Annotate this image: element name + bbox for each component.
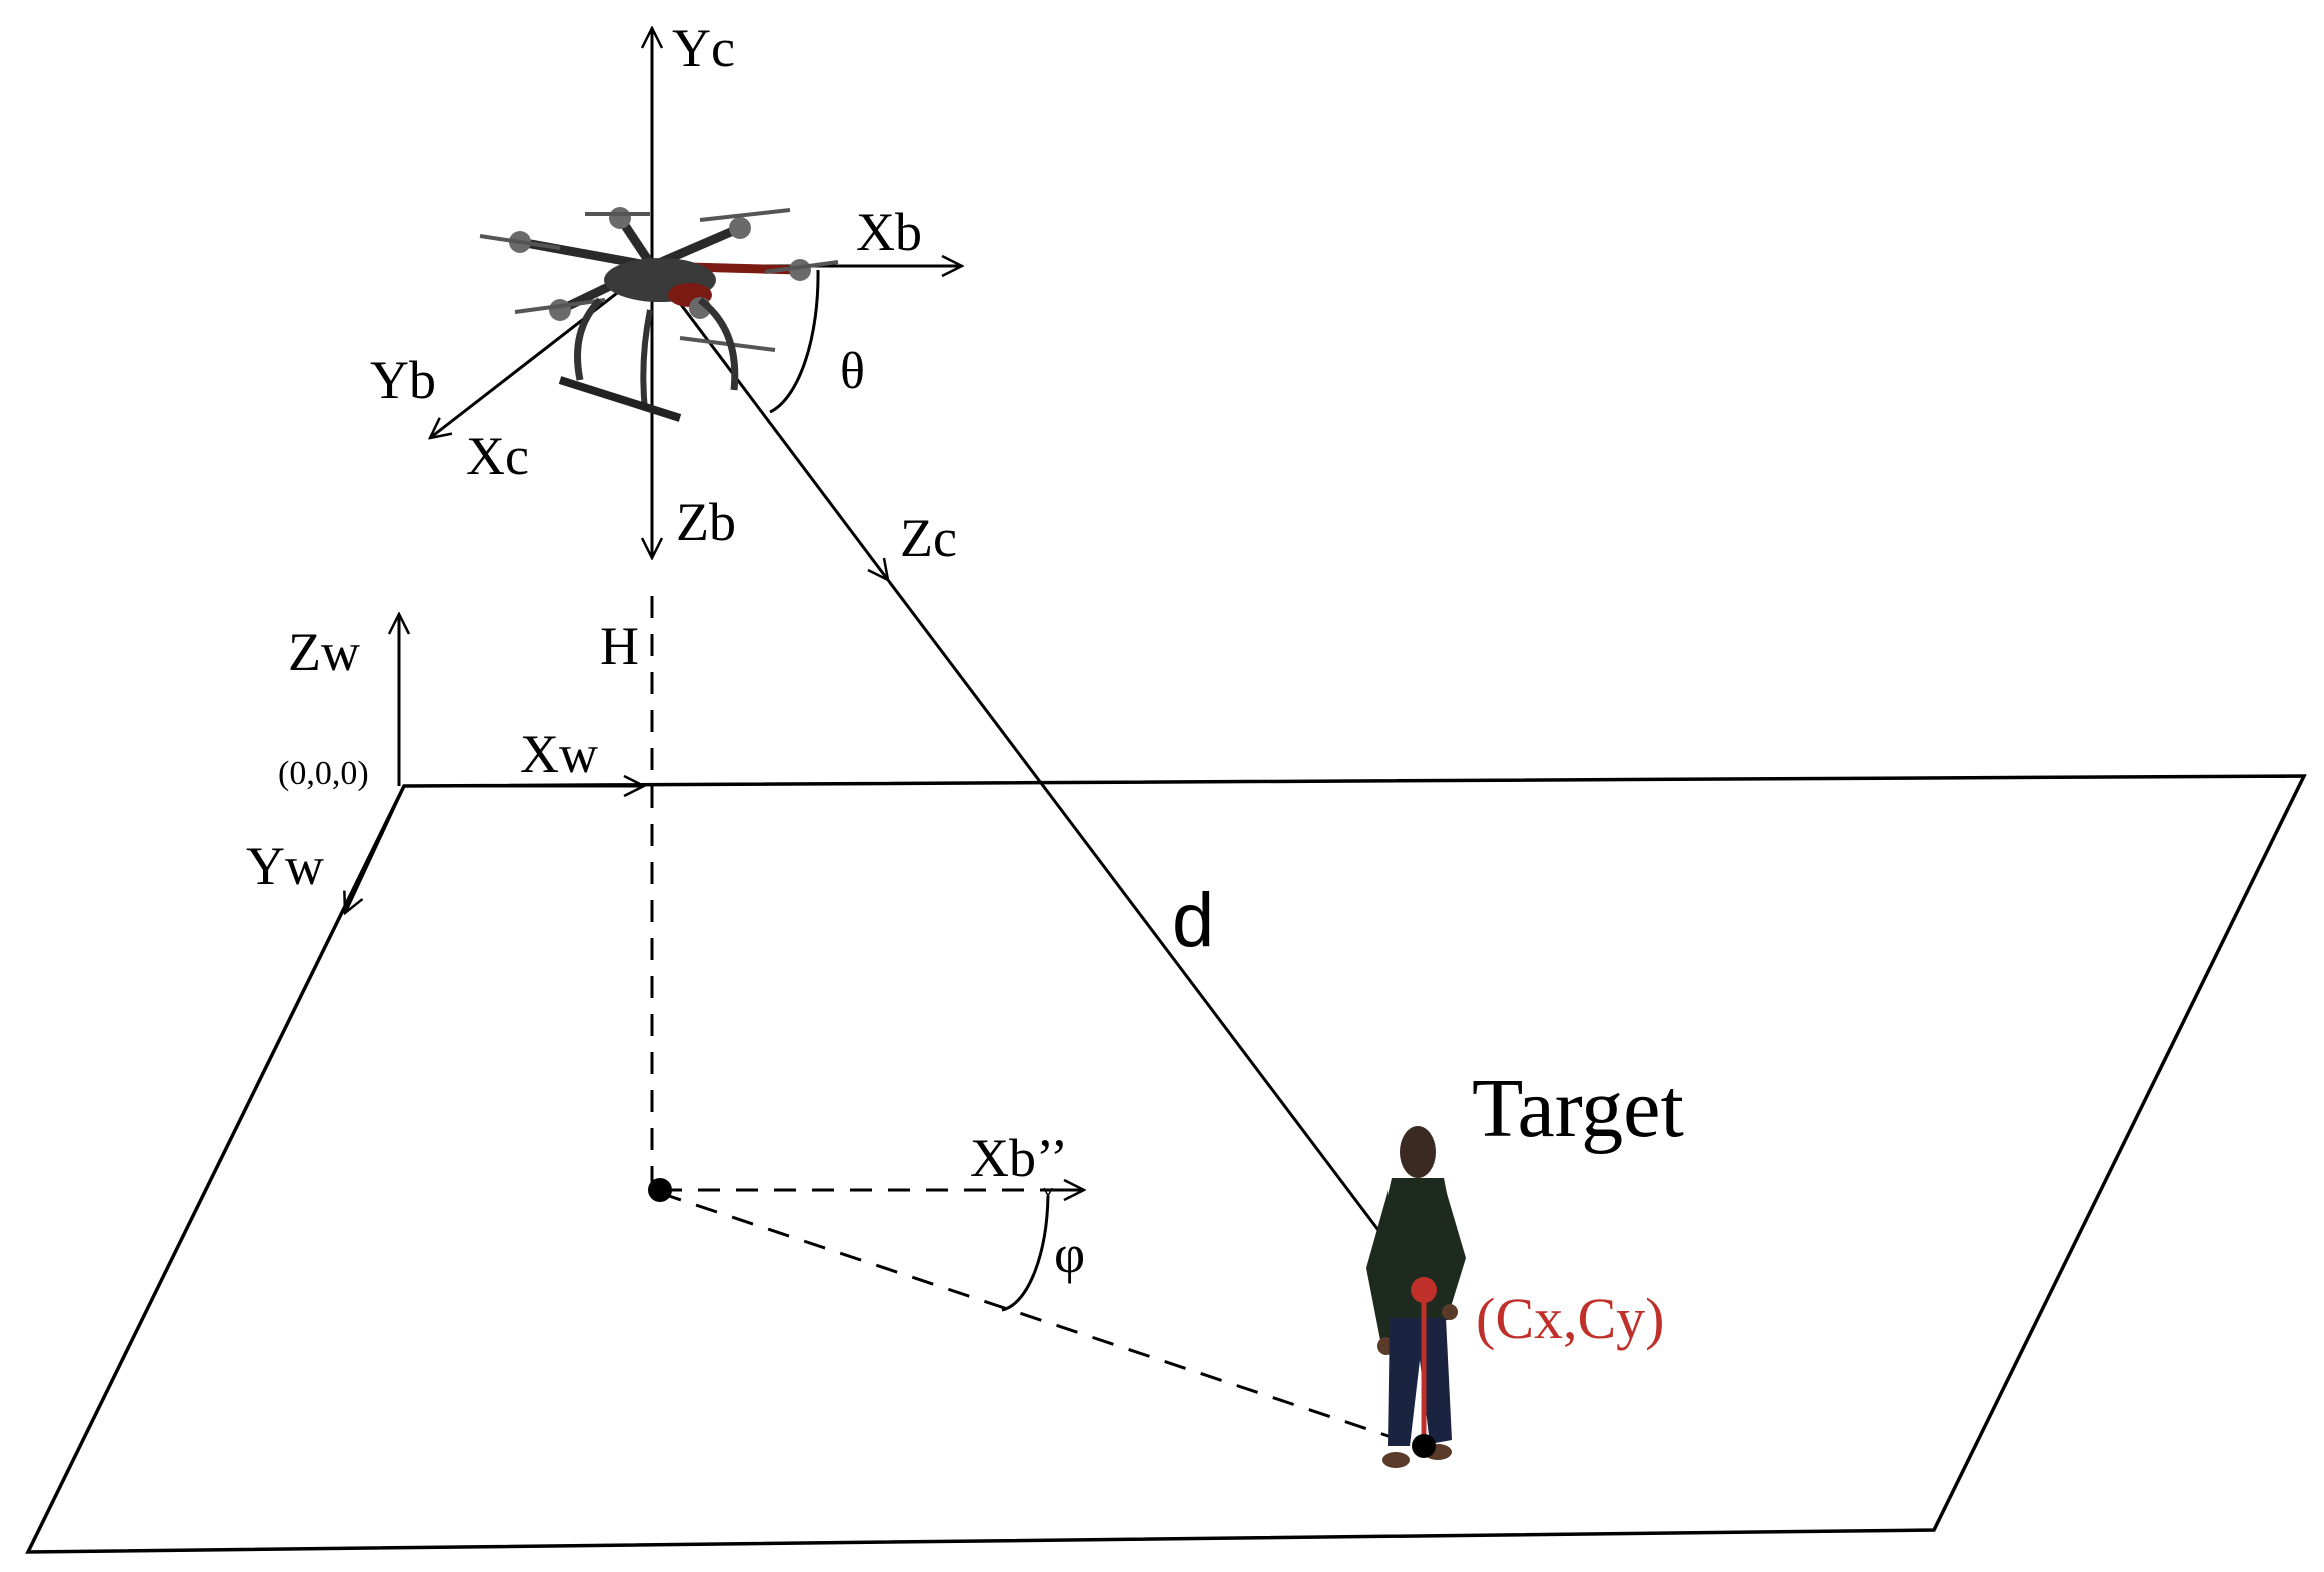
origin-label: (0,0,0): [278, 755, 369, 792]
height-label: H: [600, 616, 639, 676]
theta-arc: [769, 269, 820, 414]
zw-label: Zw: [288, 622, 360, 682]
target-foot-point: [1412, 1434, 1436, 1458]
zb-label: Zb: [676, 492, 736, 552]
yb-label: Yb: [370, 350, 436, 410]
drone-ground-point: [648, 1178, 672, 1202]
distance-label: d: [1172, 878, 1214, 963]
yw-label: Yw: [246, 836, 324, 896]
xw-label: Xw: [520, 724, 598, 784]
phi-label: φ: [1054, 1224, 1085, 1284]
xc-label: Xc: [466, 426, 529, 486]
xb-label: Xb: [856, 202, 922, 262]
yb-axis: [430, 264, 653, 438]
person-figure-icon: [1366, 1126, 1466, 1468]
centroid-point: [1411, 1277, 1437, 1303]
ground-plane: [25, 774, 2307, 1554]
target-label: Target: [1472, 1062, 1684, 1155]
ground-to-target-line: [659, 1191, 1419, 1448]
hexacopter-drone-icon: [479, 207, 839, 422]
zc-axis: [650, 265, 888, 580]
phi-arc: [1001, 1196, 1048, 1312]
yw-axis: [345, 785, 406, 913]
distance-line: [886, 579, 1386, 1239]
zc-label: Zc: [900, 508, 957, 568]
yc-label: Yc: [672, 18, 735, 78]
centroid-label: (Cx,Cy): [1476, 1286, 1665, 1351]
xb-projection-label: Xb’’: [970, 1128, 1068, 1188]
theta-label: θ: [840, 343, 865, 400]
